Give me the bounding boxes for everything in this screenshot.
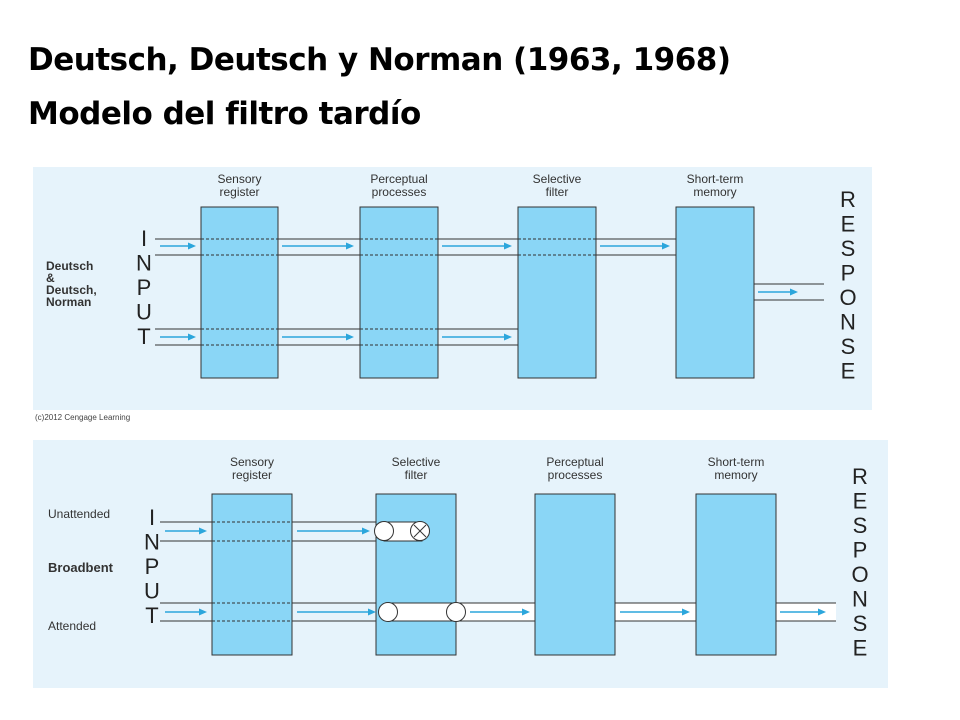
top-stage-label-0-line-1: register [219, 185, 259, 199]
unattended-gate-open [374, 521, 394, 541]
bottom-stage-label-3-line-0: Short-term [708, 455, 765, 469]
top-selective-filter-box [517, 206, 597, 379]
top-stage-label-3-line-0: Short-term [687, 172, 744, 186]
top-stage-label-1-line-0: Perceptual [370, 172, 427, 186]
bottom-unattended-arrow-1-head [362, 527, 370, 535]
bottom-input-letter-3: U [144, 579, 160, 604]
bottom-response-letter-1: E [853, 489, 868, 514]
top-input-letter-4: T [137, 324, 150, 349]
top-stage-label-1-line-1: processes [372, 185, 427, 199]
top-stage-label-3-line-1: memory [693, 185, 736, 199]
bottom-stage-label-1-line-0: Selective [392, 455, 441, 469]
top-input-letter-3: U [136, 300, 152, 325]
filter-attended-channel [387, 602, 457, 622]
bottom-stage-label-0-line-1: register [232, 468, 272, 482]
broadbent-label: Broadbent [48, 560, 114, 575]
bottom-attended-arrow-2-head [522, 608, 530, 616]
bottom-input-letter-2: P [145, 554, 160, 579]
top-stage-label-2-line-1: filter [546, 185, 569, 199]
bottom-input-letter-0: I [149, 505, 155, 530]
bottom-selective-filter-box [375, 493, 457, 656]
top-upper-arrow-2-head [504, 242, 512, 250]
bottom-short-term-memory-box [695, 493, 777, 656]
bottom-attended-arrow-3-head [682, 608, 690, 616]
top-input-letter-0: I [141, 226, 147, 251]
bottom-sensory-register-box [211, 493, 293, 656]
bottom-stage-label-2-line-1: processes [548, 468, 603, 482]
bottom-unattended-arrow-0-head [199, 527, 207, 535]
top-model-label-2: Deutsch, [46, 283, 97, 297]
attended-gate-out [446, 602, 466, 622]
bottom-input-letter-1: N [144, 530, 160, 555]
top-output-arrow-head [790, 288, 798, 296]
top-upper-arrow-0-head [188, 242, 196, 250]
top-upper-arrow-1-head [346, 242, 354, 250]
title-line-2: Modelo del filtro tardío [28, 96, 421, 132]
top-response-letter-5: N [840, 310, 856, 335]
top-response-letter-7: E [841, 359, 856, 384]
bottom-response-letter-6: S [853, 611, 868, 636]
top-input-letter-1: N [136, 251, 152, 276]
top-upper-arrow-3-head [662, 242, 670, 250]
copyright-credit: (c)2012 Cengage Learning [35, 413, 131, 422]
top-response-letter-1: E [841, 212, 856, 237]
top-lower-arrow-2-head [504, 333, 512, 341]
bottom-perceptual-processes-box [534, 493, 616, 656]
bottom-response-letter-3: P [853, 538, 868, 563]
unattended-label: Unattended [48, 507, 110, 521]
top-response-letter-0: R [840, 187, 856, 212]
top-response-letter-3: P [841, 261, 856, 286]
top-model-label-0: Deutsch [46, 259, 93, 273]
top-sensory-register-box [200, 206, 279, 379]
top-response-letter-6: S [841, 334, 856, 359]
bottom-stage-label-0-line-0: Sensory [230, 455, 274, 469]
top-perceptual-processes-box [359, 206, 439, 379]
top-response-letter-4: O [839, 285, 856, 310]
top-response-letter-2: S [841, 236, 856, 261]
title-line-1: Deutsch, Deutsch y Norman (1963, 1968) [28, 42, 731, 78]
top-input-letter-2: P [137, 275, 152, 300]
blocked-gate-x-2 [413, 524, 427, 538]
bottom-stage-label-3-line-1: memory [714, 468, 757, 482]
attended-gate-in [378, 602, 398, 622]
top-short-term-memory-box [675, 206, 755, 379]
top-model-label-3: Norman [46, 295, 91, 309]
bottom-response-letter-0: R [852, 464, 868, 489]
bottom-response-letter-7: E [853, 636, 868, 661]
top-lower-arrow-1-head [346, 333, 354, 341]
top-model-label-1: & [46, 271, 55, 285]
bottom-stage-label-1-line-1: filter [405, 468, 428, 482]
bottom-response-letter-2: S [853, 513, 868, 538]
top-lower-arrow-0-head [188, 333, 196, 341]
top-stage-label-0-line-0: Sensory [217, 172, 261, 186]
bottom-input-letter-4: T [145, 603, 158, 628]
bottom-attended-arrow-1-head [368, 608, 376, 616]
top-stage-label-2-line-0: Selective [533, 172, 582, 186]
bottom-response-letter-4: O [851, 562, 868, 587]
attended-label: Attended [48, 619, 96, 633]
bottom-attended-arrow-4-head [818, 608, 826, 616]
bottom-stage-label-2-line-0: Perceptual [546, 455, 603, 469]
bottom-response-letter-5: N [852, 587, 868, 612]
bottom-attended-arrow-0-head [199, 608, 207, 616]
